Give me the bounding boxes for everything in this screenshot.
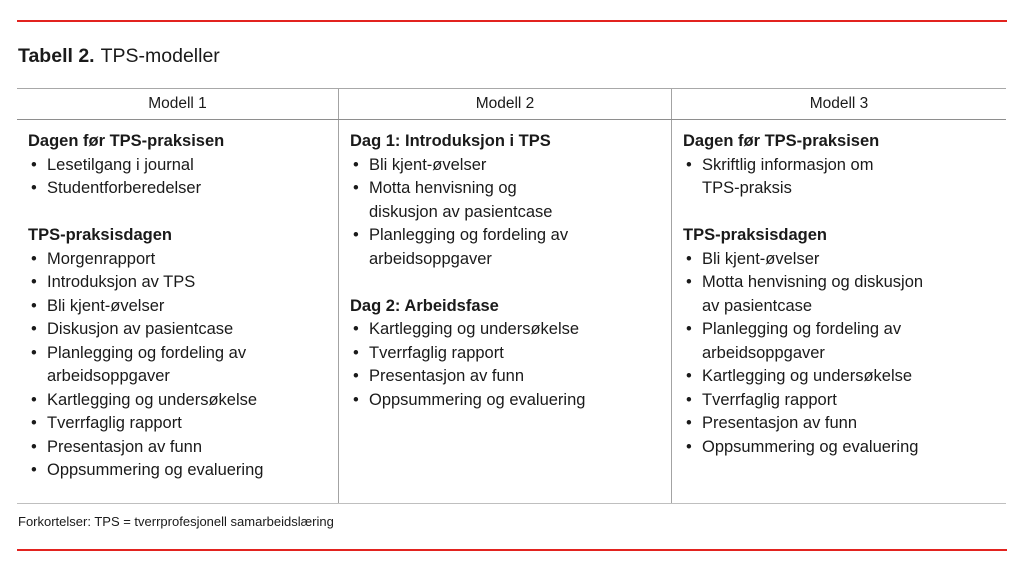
bullet-item: Kartlegging og undersøkelse [683, 365, 998, 389]
bullet-item: Studentforberedelser [28, 177, 330, 201]
bullet-item: Lesetilgang i journal [28, 154, 330, 178]
section-heading: TPS-praksisdagen [683, 226, 827, 244]
bullet-item: Tverrfaglig rapport [350, 342, 663, 366]
section-heading: Dagen før TPS-praksisen [683, 132, 880, 150]
bullet-list: Bli kjent-øvelserMotta henvisning og dis… [350, 154, 663, 272]
bullet-list: Bli kjent-øvelserMotta henvisning og dis… [683, 248, 998, 460]
table-title-text: TPS-modeller [100, 45, 220, 67]
bullet-item: Introduksjon av TPS [28, 271, 330, 295]
bullet-item: Diskusjon av pasientcase [28, 318, 330, 342]
header-model-3: Modell 3 [809, 95, 869, 112]
bullet-item: Planlegging og fordeling av arbeidsoppga… [28, 342, 330, 389]
table-section: TPS-praksisdagenBli kjent-øvelserMotta h… [683, 224, 998, 459]
bullet-item: Bli kjent-øvelser [28, 295, 330, 319]
model-3-cell: Dagen før TPS-praksisenSkriftlig informa… [672, 120, 1006, 503]
bullet-item: Kartlegging og undersøkelse [350, 318, 663, 342]
bullet-item: Bli kjent-øvelser [350, 154, 663, 178]
bullet-item: Planlegging og fordeling av arbeidsoppga… [683, 318, 998, 365]
table-header-row: Modell 1 Modell 2 Modell 3 [17, 89, 1006, 120]
section-heading: Dag 1: Introduksjon i TPS [350, 132, 551, 150]
bullet-item: Presentasjon av funn [28, 436, 330, 460]
table-section: TPS-praksisdagenMorgenrapportIntroduksjo… [28, 224, 330, 483]
model-1-cell: Dagen før TPS-praksisenLesetilgang i jou… [17, 120, 339, 503]
section-heading: Dagen før TPS-praksisen [28, 132, 225, 150]
bullet-item: Morgenrapport [28, 248, 330, 272]
bullet-item: Kartlegging og undersøkelse [28, 389, 330, 413]
table-section: Dagen før TPS-praksisenSkriftlig informa… [683, 130, 998, 201]
bullet-item: Tverrfaglig rapport [683, 389, 998, 413]
bullet-item: Planlegging og fordeling av arbeidsoppga… [350, 224, 663, 271]
tps-models-table: Modell 1 Modell 2 Modell 3 Dagen før TPS… [17, 88, 1006, 504]
bullet-item: Skriftlig informasjon om TPS-praksis [683, 154, 998, 201]
bottom-red-rule [17, 549, 1007, 551]
bullet-item: Oppsummering og evaluering [683, 436, 998, 460]
table-section: Dag 2: ArbeidsfaseKartlegging og undersø… [350, 295, 663, 413]
bullet-item: Presentasjon av funn [350, 365, 663, 389]
section-heading: TPS-praksisdagen [28, 226, 172, 244]
bullet-item: Oppsummering og evaluering [350, 389, 663, 413]
abbreviations-footnote: Forkortelser: TPS = tverrprofesjonell sa… [18, 514, 334, 529]
header-model-1: Modell 1 [17, 89, 339, 119]
table-section: Dagen før TPS-praksisenLesetilgang i jou… [28, 130, 330, 201]
bullet-item: Bli kjent-øvelser [683, 248, 998, 272]
model-2-cell: Dag 1: Introduksjon i TPS Bli kjent-øvels… [339, 120, 672, 503]
bullet-item: Oppsummering og evaluering [28, 459, 330, 483]
bullet-item: Motta henvisning og diskusjon av pasient… [683, 271, 998, 318]
table-section: Dag 1: Introduksjon i TPS Bli kjent-øvels… [350, 130, 663, 271]
bullet-list: Kartlegging og undersøkelseTverrfaglig r… [350, 318, 663, 412]
bullet-list: Lesetilgang i journalStudentforberedelse… [28, 154, 330, 201]
bullet-item: Tverrfaglig rapport [28, 412, 330, 436]
table-title: Tabell 2.TPS-modeller [18, 44, 220, 69]
section-heading: Dag 2: Arbeidsfase [350, 296, 499, 315]
bullet-item: Presentasjon av funn [683, 412, 998, 436]
table-title-number: Tabell 2. [18, 45, 95, 67]
bullet-list: Skriftlig informasjon om TPS-praksis [683, 154, 998, 201]
top-red-rule [17, 20, 1007, 22]
table-body-row: Dagen før TPS-praksisenLesetilgang i jou… [17, 120, 1006, 503]
header-model-2: Modell 2 [339, 89, 672, 119]
bullet-list: MorgenrapportIntroduksjon av TPSBli kjen… [28, 248, 330, 483]
bullet-item: Motta henvisning og diskusjon av pasient… [350, 177, 663, 224]
